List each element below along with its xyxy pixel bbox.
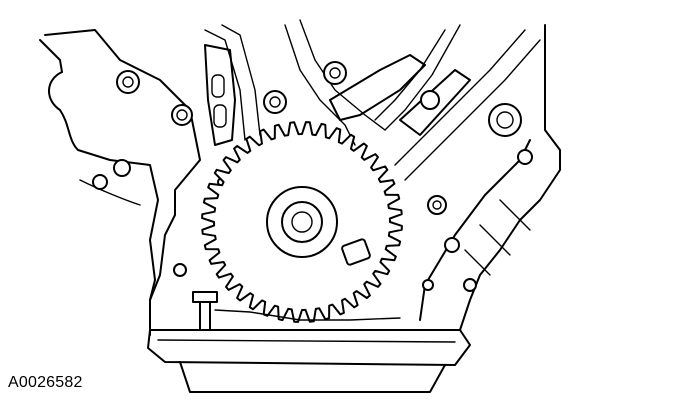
engine-block-outline bbox=[39, 24, 561, 336]
oil-pan bbox=[147, 291, 471, 393]
figure-id-label: A0026582 bbox=[8, 374, 83, 391]
crankshaft-hub bbox=[266, 186, 371, 266]
chain-guides bbox=[204, 44, 471, 146]
timing-chain bbox=[204, 19, 541, 181]
bolts bbox=[92, 61, 533, 292]
